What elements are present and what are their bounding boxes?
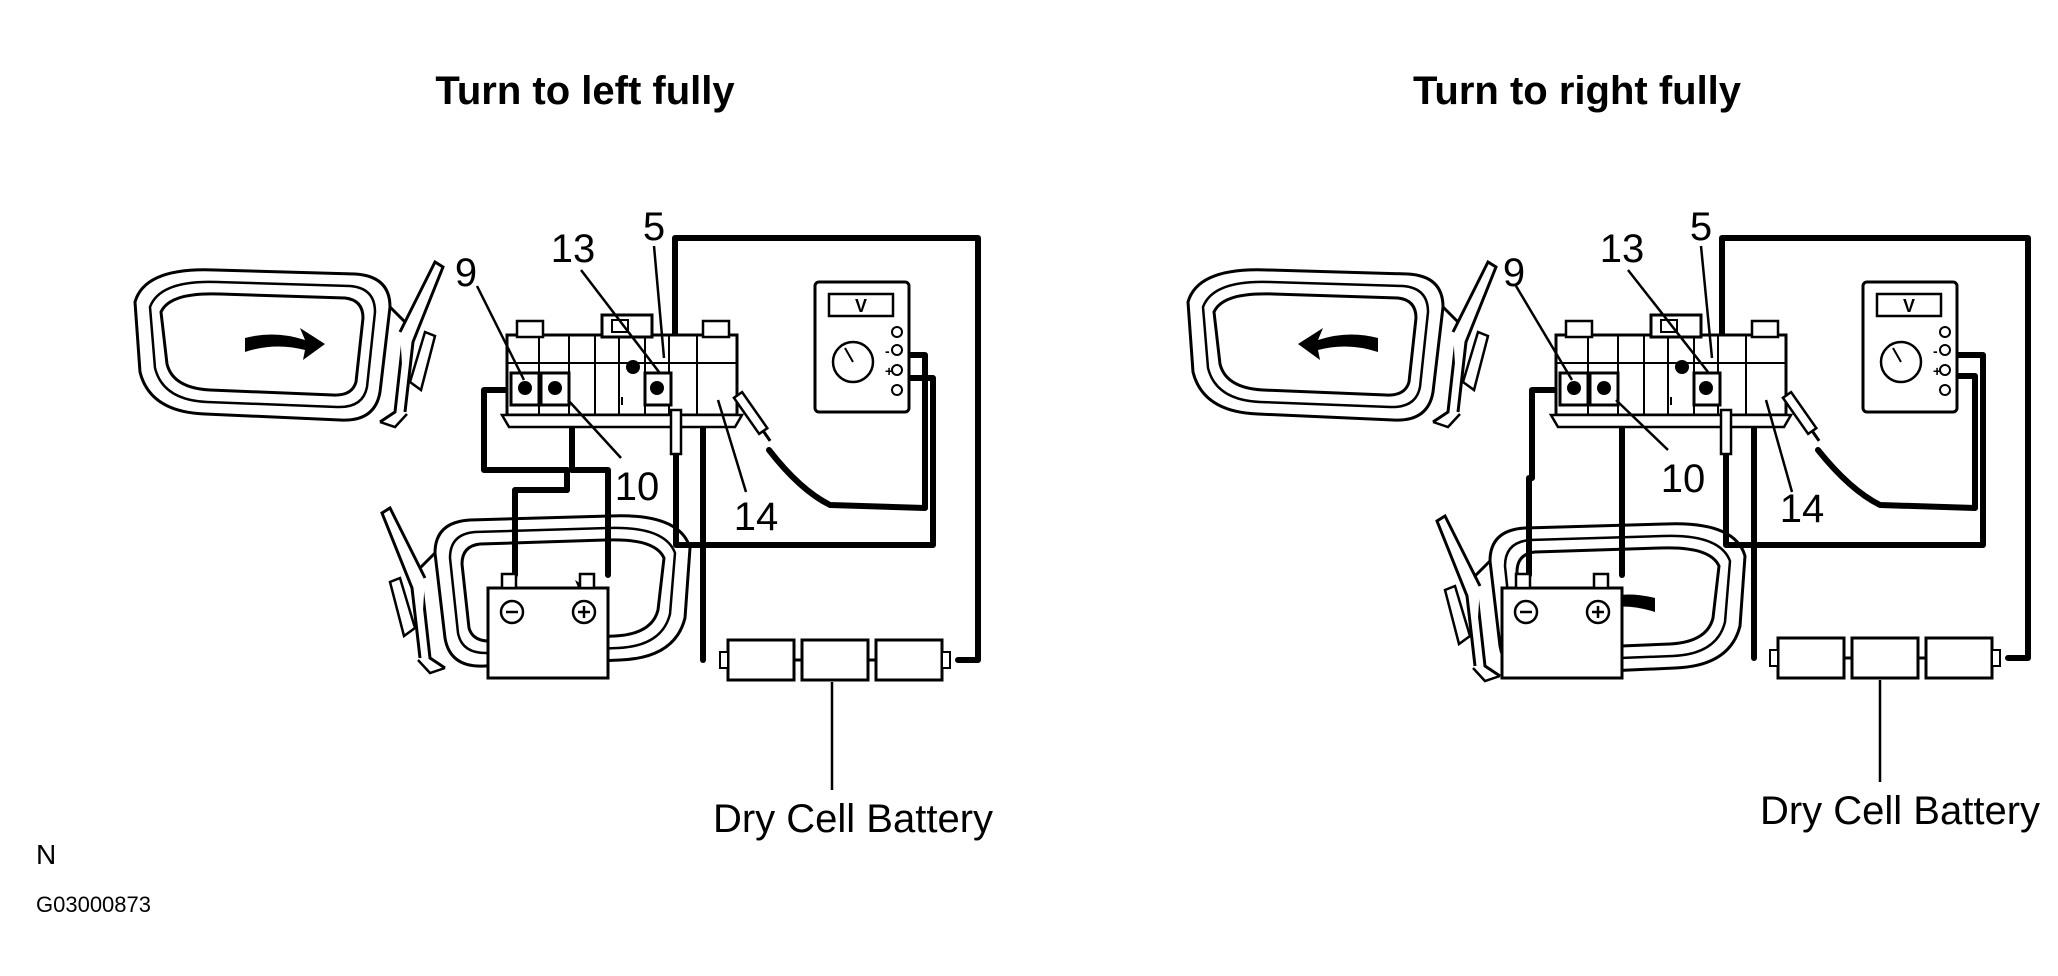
dry-cell-battery-icon <box>1768 636 2002 680</box>
pin-label-13: 13 <box>1600 227 1645 271</box>
panel-title: Turn to right fully <box>1413 69 1742 113</box>
pin-label-10: 10 <box>615 465 660 509</box>
meter-minus: - <box>1933 343 1938 359</box>
panel-right: Turn to right fully V - + <box>1186 69 2040 833</box>
test-probe <box>669 408 683 468</box>
panel-title: Turn to left fully <box>435 69 735 113</box>
pin-label-14: 14 <box>1780 487 1825 531</box>
figure-code: G03000873 <box>36 892 151 917</box>
connector-block <box>500 313 744 429</box>
connector-block <box>1549 313 1793 429</box>
pin-label-5: 5 <box>643 205 665 249</box>
pin-label-10: 10 <box>1661 457 1706 501</box>
voltmeter-icon: V - + <box>813 280 911 414</box>
pin-label-5: 5 <box>1690 205 1712 249</box>
dry-cell-battery-label: Dry Cell Battery <box>1760 789 2040 833</box>
pin-label-9: 9 <box>455 251 477 295</box>
meter-label: V <box>855 296 867 316</box>
region-mark: N <box>36 839 56 870</box>
car-battery-icon <box>486 572 610 680</box>
dry-cell-battery-icon <box>718 638 952 682</box>
pin-label-9: 9 <box>1503 251 1525 295</box>
meter-plus: + <box>885 363 893 379</box>
direction-arrow-icon <box>1298 328 1378 360</box>
side-mirror-icon <box>133 260 445 429</box>
meter-plus: + <box>1933 363 1941 379</box>
meter-label: V <box>1903 296 1915 316</box>
pin-label-13: 13 <box>551 227 596 271</box>
test-probe <box>1719 408 1733 468</box>
pin-label-14: 14 <box>734 495 779 539</box>
side-mirror-icon <box>1186 260 1498 429</box>
direction-arrow-icon <box>245 328 325 360</box>
panel-left: Turn to left fully V - <box>133 69 993 841</box>
meter-minus: - <box>885 343 890 359</box>
car-battery-icon <box>1500 572 1624 680</box>
voltmeter-icon: V - + <box>1861 280 1959 414</box>
dry-cell-battery-label: Dry Cell Battery <box>713 797 993 841</box>
